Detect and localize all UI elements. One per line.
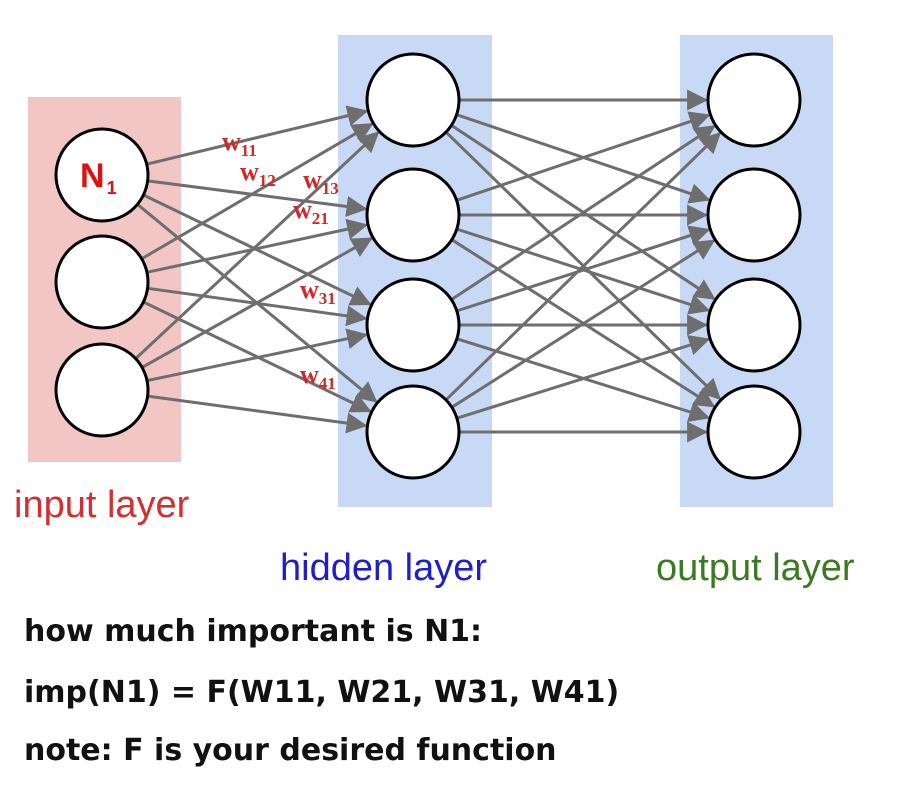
edge-input-2-hidden-1 bbox=[140, 122, 374, 261]
note-importance-question: how much important is N1: bbox=[24, 614, 483, 649]
edge-input-3-hidden-3 bbox=[146, 328, 369, 383]
edge-hidden-4-output-3 bbox=[456, 335, 711, 420]
hidden-node-1 bbox=[365, 52, 461, 148]
edge-hidden-4-output-1 bbox=[444, 132, 722, 401]
weight-label-w12: w12 bbox=[240, 157, 276, 190]
output-layer-label: output layer bbox=[656, 547, 855, 589]
hidden-layer-label: hidden layer bbox=[280, 547, 487, 589]
output-node-3 bbox=[706, 277, 802, 373]
hidden-node-4 bbox=[365, 384, 461, 480]
hidden-node-3 bbox=[365, 277, 461, 373]
edge-input-3-hidden-2 bbox=[141, 237, 373, 369]
weight-label-w21: w21 bbox=[293, 195, 329, 228]
hidden-node-2 bbox=[365, 167, 461, 263]
edge-hidden-2-output-1 bbox=[456, 111, 711, 202]
output-node-4 bbox=[706, 384, 802, 480]
weight-label-w13: w13 bbox=[303, 165, 339, 198]
edge-input-3-hidden-1 bbox=[134, 131, 380, 360]
output-node-2 bbox=[706, 167, 802, 263]
edge-input-3-hidden-4 bbox=[147, 394, 368, 434]
input-node-2 bbox=[54, 234, 150, 330]
edge-hidden-4-output-2 bbox=[451, 239, 716, 409]
note-importance-formula: imp(N1) = F(W11, W21, W31, W41) bbox=[24, 675, 620, 710]
note-function-definition: note: F is your desired function bbox=[24, 733, 557, 768]
weight-label-w31: w31 bbox=[300, 275, 336, 308]
edge-input-2-hidden-2 bbox=[146, 218, 369, 274]
edge-hidden-3-output-1 bbox=[450, 125, 716, 301]
output-node-1 bbox=[706, 52, 802, 148]
input-node-3 bbox=[54, 342, 150, 438]
weight-label-w41: w41 bbox=[300, 360, 336, 393]
input-node-1 bbox=[54, 127, 150, 223]
edge-input-1-hidden-1 bbox=[146, 105, 369, 166]
input-layer-label: input layer bbox=[14, 484, 190, 526]
weight-label-w11: w11 bbox=[222, 127, 257, 160]
edge-hidden-3-output-2 bbox=[456, 225, 711, 313]
edge-input-1-hidden-2 bbox=[147, 179, 368, 217]
